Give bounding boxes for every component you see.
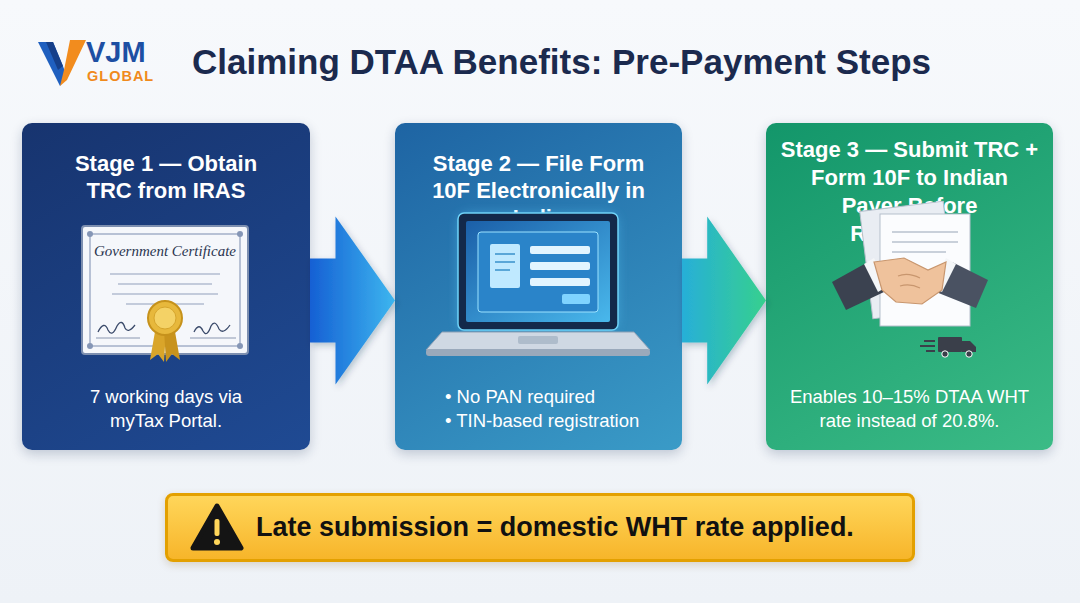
bullet-item: • No PAN required — [445, 385, 670, 409]
warning-mark — [215, 519, 220, 536]
screen-glow — [460, 215, 616, 329]
signature-line — [96, 338, 140, 339]
flow-arrow — [682, 217, 766, 385]
seal-ribbon — [150, 326, 166, 362]
bullet-item: • TIN-based registration — [445, 409, 670, 433]
speed-line — [926, 350, 935, 352]
flow-arrow — [310, 217, 395, 385]
certificate-illustration — [82, 226, 248, 362]
stage-title: Stage 3 — Submit TRC + Form 10F to India… — [780, 136, 1039, 248]
speed-line — [920, 345, 935, 347]
warning-triangle — [193, 506, 241, 548]
certificate-line — [126, 303, 204, 305]
form-button — [562, 294, 590, 304]
document-line — [495, 253, 515, 255]
form-window — [478, 232, 598, 312]
truck-cab — [962, 341, 976, 352]
certificate-ornament — [237, 231, 243, 237]
shirt-cuff — [932, 258, 956, 292]
stage-panel: Stage 3 — Submit TRC + Form 10F to India… — [766, 123, 1053, 450]
logo-dark-arm — [46, 42, 63, 70]
connector-group — [310, 217, 766, 385]
document-line — [495, 261, 515, 263]
signature-line — [190, 338, 236, 339]
suit-sleeve — [936, 262, 988, 308]
truck-wheel — [942, 351, 948, 357]
document-back — [860, 201, 957, 318]
document-line — [495, 269, 510, 271]
stage-title: Stage 2 — File Form 10F Electronically i… — [411, 150, 666, 231]
truck-body — [938, 337, 962, 352]
signature — [98, 322, 135, 333]
laptop-screen — [466, 221, 610, 322]
laptop-edge — [426, 349, 650, 356]
logo-subword: GLOBAL — [87, 68, 177, 85]
stage-body: 7 working days via myTax Portal. — [62, 385, 270, 433]
form-field — [530, 278, 590, 286]
stage-panel: Stage 2 — File Form 10F Electronically i… — [395, 123, 682, 450]
certificate-line — [110, 273, 220, 275]
warning-icon — [193, 506, 241, 548]
document-line — [892, 241, 958, 243]
gold-seal — [148, 301, 182, 335]
seal-ribbon — [164, 326, 180, 362]
gold-seal-inner — [154, 307, 176, 329]
document-line — [892, 231, 958, 233]
logo-blue-arm — [38, 42, 67, 86]
finger-lines — [898, 274, 920, 288]
certificate-ornament — [237, 343, 243, 349]
handshake-illustration — [832, 201, 988, 357]
warning-banner: Late submission = domestic WHT rate appl… — [165, 493, 915, 562]
truck-wheel — [966, 351, 972, 357]
suit-sleeve — [832, 262, 884, 310]
clasped-hands — [874, 258, 946, 304]
warning-dot — [214, 539, 220, 545]
certificate-sheet — [82, 226, 248, 354]
certificate-ornament — [87, 231, 93, 237]
laptop-touchpad — [518, 336, 558, 344]
form-field — [530, 262, 590, 270]
document-line — [892, 251, 946, 253]
stage-body: Enables 10–15% DTAA WHT rate instead of … — [780, 385, 1039, 433]
signature — [194, 323, 230, 333]
certificate-border — [90, 234, 240, 346]
laptop-base — [426, 332, 650, 350]
speed-line — [924, 340, 935, 342]
shirt-cuff — [864, 258, 888, 292]
document-front — [880, 214, 970, 326]
certificate-ornament — [87, 343, 93, 349]
form-field — [530, 246, 590, 254]
logo-mark — [38, 40, 86, 86]
stage-panel: Stage 1 — Obtain TRC from IRAS 7 working … — [22, 123, 310, 450]
warning-text: Late submission = domestic WHT rate appl… — [256, 496, 908, 559]
certificate-line — [118, 283, 212, 285]
document-icon — [490, 244, 520, 288]
diagram-title: Claiming DTAA Benefits: Pre-Payment Step… — [192, 40, 931, 84]
certificate-line — [112, 293, 218, 295]
stage-title: Stage 1 — Obtain TRC from IRAS — [58, 150, 274, 204]
laptop-screen-frame — [458, 213, 618, 330]
laptop-illustration — [426, 213, 650, 356]
logo-word: VJM — [86, 36, 176, 69]
logo-orange-arm — [60, 40, 86, 86]
